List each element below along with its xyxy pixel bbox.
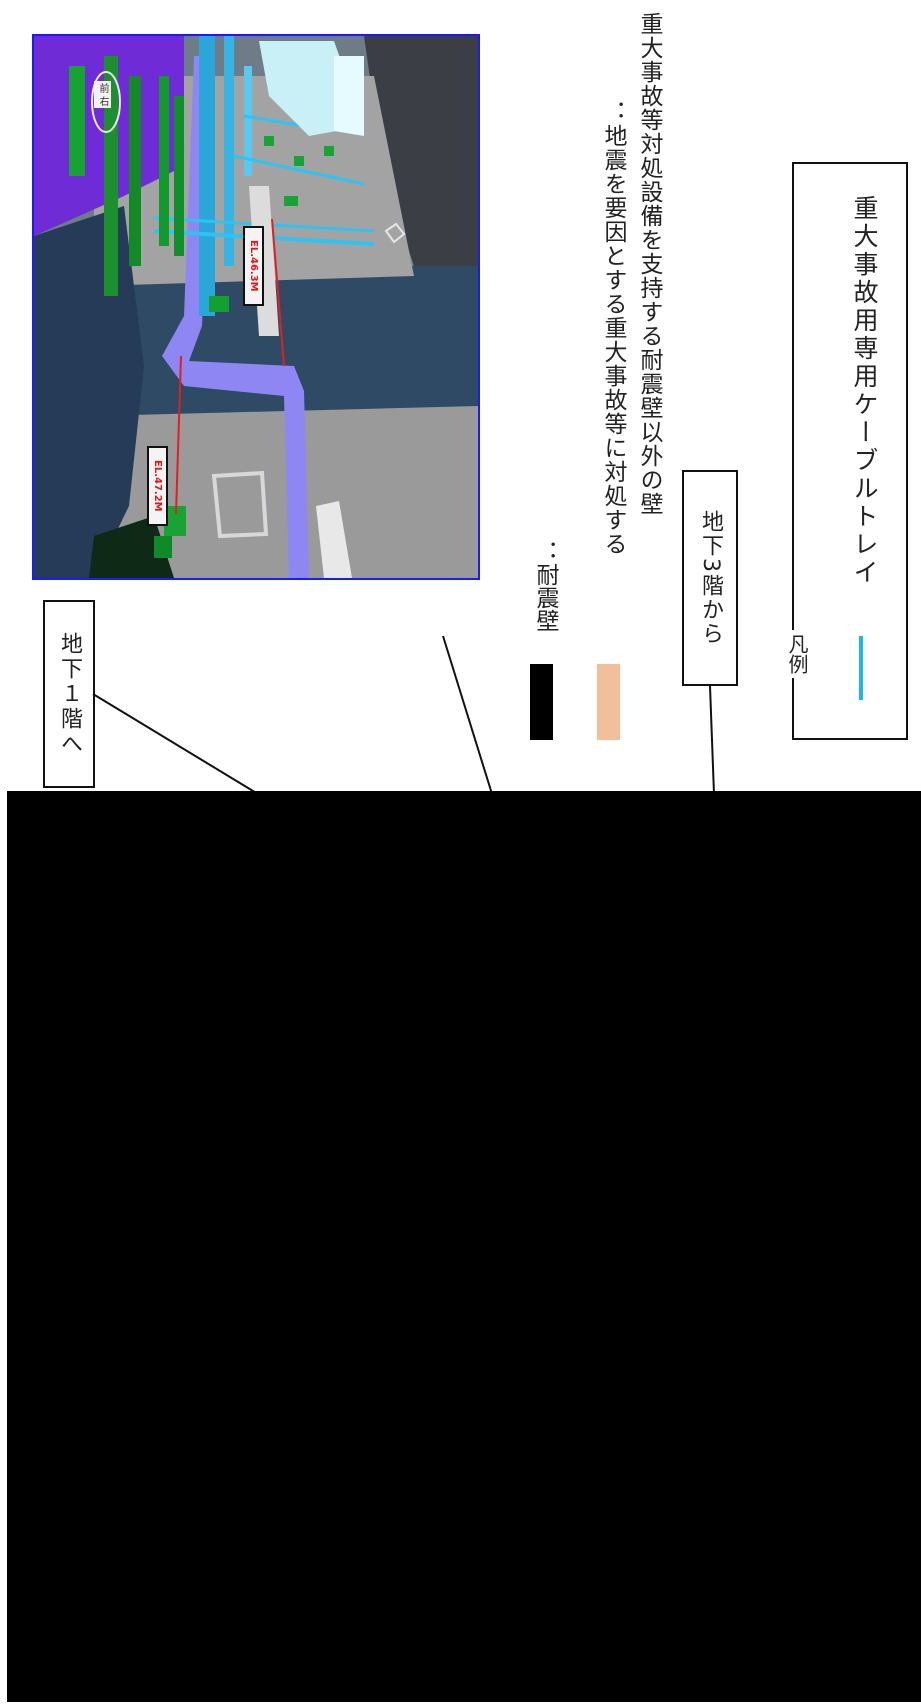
leader-mid <box>442 635 493 795</box>
callout-to-b1f: 地下１階へ <box>43 600 95 788</box>
legend-box <box>792 162 908 740</box>
support-wall-swatch <box>597 664 620 740</box>
callout-to-b1f-text: 地下１階へ <box>57 631 82 757</box>
callout-from-b3f-text: 地下3階から <box>698 510 723 646</box>
support-wall-label-line1: ：地震を要因とする重大事故等に対処する <box>600 100 626 556</box>
leader-from-b3f <box>709 685 715 795</box>
support-wall-label-line2: 重大事故等対処設備を支持する耐震壁以外の壁 <box>636 12 662 516</box>
orientation-tag: 前 右 <box>94 81 111 109</box>
leader-to-b1f <box>92 693 259 795</box>
seismic-wall-label: ：耐震壁 <box>532 540 558 632</box>
redacted-area <box>7 791 921 1702</box>
render-panel: 前 右 EL.47.2M EL.46.3M <box>32 34 480 580</box>
elevation-label-1: EL.47.2M <box>147 446 168 526</box>
legend-title: 凡例 <box>783 630 812 678</box>
elevation-label-2: EL.46.3M <box>243 226 264 306</box>
seismic-wall-swatch <box>530 664 553 740</box>
render-scene <box>34 36 478 578</box>
callout-from-b3f: 地下3階から <box>682 470 738 686</box>
cable-tray-legend-line <box>859 636 863 700</box>
cable-tray-legend-label: 重大事故用専用ケーブルトレイ <box>850 195 879 587</box>
